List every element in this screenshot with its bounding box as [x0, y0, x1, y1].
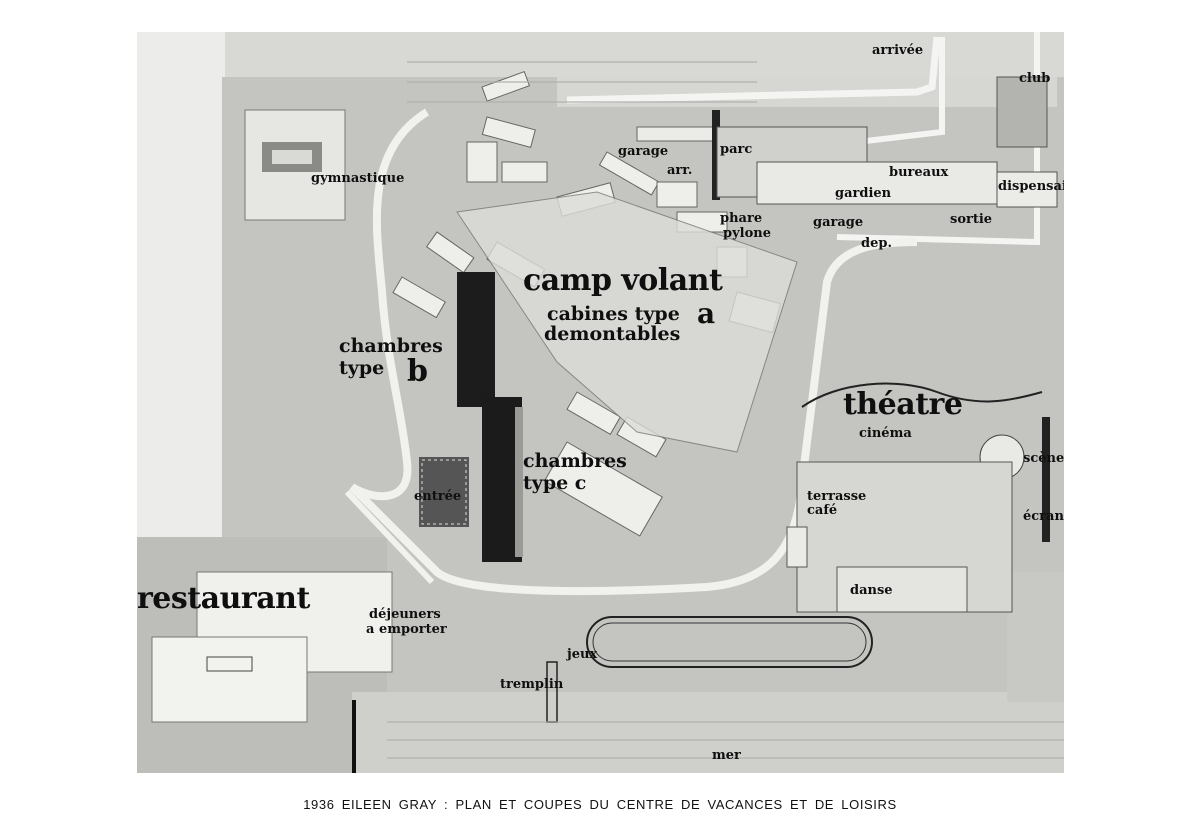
label-entree: entrée — [414, 489, 462, 504]
club-block — [996, 76, 1048, 148]
label-arrivee: arrivée — [872, 43, 924, 58]
label-chambres-b-line2: type — [339, 357, 385, 379]
label-bureaux: bureaux — [889, 165, 949, 180]
danse-floor — [836, 566, 968, 613]
label-chambres-c-line1: chambres — [523, 450, 627, 472]
label-restaurant: restaurant — [137, 581, 310, 616]
label-cafe: café — [807, 503, 838, 518]
label-camp-volant: camp volant — [523, 263, 723, 298]
jeux-track-inner — [592, 622, 867, 662]
show-through-text — [387, 61, 1064, 759]
gym-court-inner — [272, 150, 312, 164]
label-chambres-c-line2: type c — [523, 472, 587, 494]
road-branch — [344, 489, 435, 585]
label-jeux: jeux — [567, 647, 598, 662]
label-terrasse: terrasse — [807, 489, 867, 504]
label-pylone: pylone — [723, 226, 771, 241]
right-lower-board — [1007, 572, 1064, 702]
label-theatre: théatre — [843, 387, 963, 422]
label-mer: mer — [712, 748, 741, 763]
label-phare: phare — [720, 211, 763, 226]
label-danse: danse — [850, 583, 893, 598]
top-white-road — [566, 36, 941, 104]
label-dispensaire: dispensai — [998, 179, 1064, 194]
theatre-curve — [801, 382, 1043, 408]
label-scene: scène — [1023, 451, 1064, 466]
label-cinema: cinéma — [859, 426, 912, 441]
restaurant-block-2 — [151, 636, 308, 723]
label-dejeuners: déjeuners — [369, 607, 441, 622]
sea-strip — [352, 692, 1064, 773]
label-club: club — [1019, 71, 1051, 86]
label-ecran: écran — [1023, 509, 1064, 524]
site-plan-drawing — [137, 32, 1064, 773]
label-garage-2: garage — [813, 215, 864, 230]
parc-wall — [712, 110, 720, 200]
chambres-b-tower — [457, 272, 495, 407]
site-model-photo: arrivée club gymnastique garage arr. par… — [137, 32, 1064, 773]
entree-hatch — [419, 457, 469, 527]
mer-post — [352, 700, 356, 773]
label-parc: parc — [720, 142, 753, 157]
cafe-block — [786, 526, 808, 568]
bureaux-block — [756, 161, 998, 205]
theatre-wall — [1042, 417, 1050, 542]
figure-caption: 1936 EILEEN GRAY : PLAN ET COUPES DU CEN… — [303, 797, 897, 812]
white-margin-left — [137, 32, 225, 537]
restaurant-detail — [206, 656, 253, 672]
label-sortie: sortie — [950, 212, 993, 227]
label-cabines-line1: cabines type — [547, 303, 680, 325]
label-dep: dep. — [861, 236, 892, 251]
label-chambres-b-line1: chambres — [339, 335, 443, 357]
label-cabines-line2: demontables — [544, 323, 681, 345]
jeux-track — [586, 616, 873, 668]
dispensaire-block — [996, 171, 1058, 208]
label-garage: garage — [618, 144, 669, 159]
chambres-c-light — [515, 407, 523, 557]
label-tremplin: tremplin — [500, 677, 564, 692]
label-cabines-a: a — [697, 297, 715, 330]
camp-platform — [456, 191, 798, 453]
label-gardien: gardien — [835, 186, 892, 201]
label-chambres-b-letter: b — [407, 354, 428, 389]
label-a-emporter: a emporter — [366, 622, 447, 637]
label-arr: arr. — [667, 163, 693, 178]
label-gymnastique: gymnastique — [311, 171, 405, 186]
